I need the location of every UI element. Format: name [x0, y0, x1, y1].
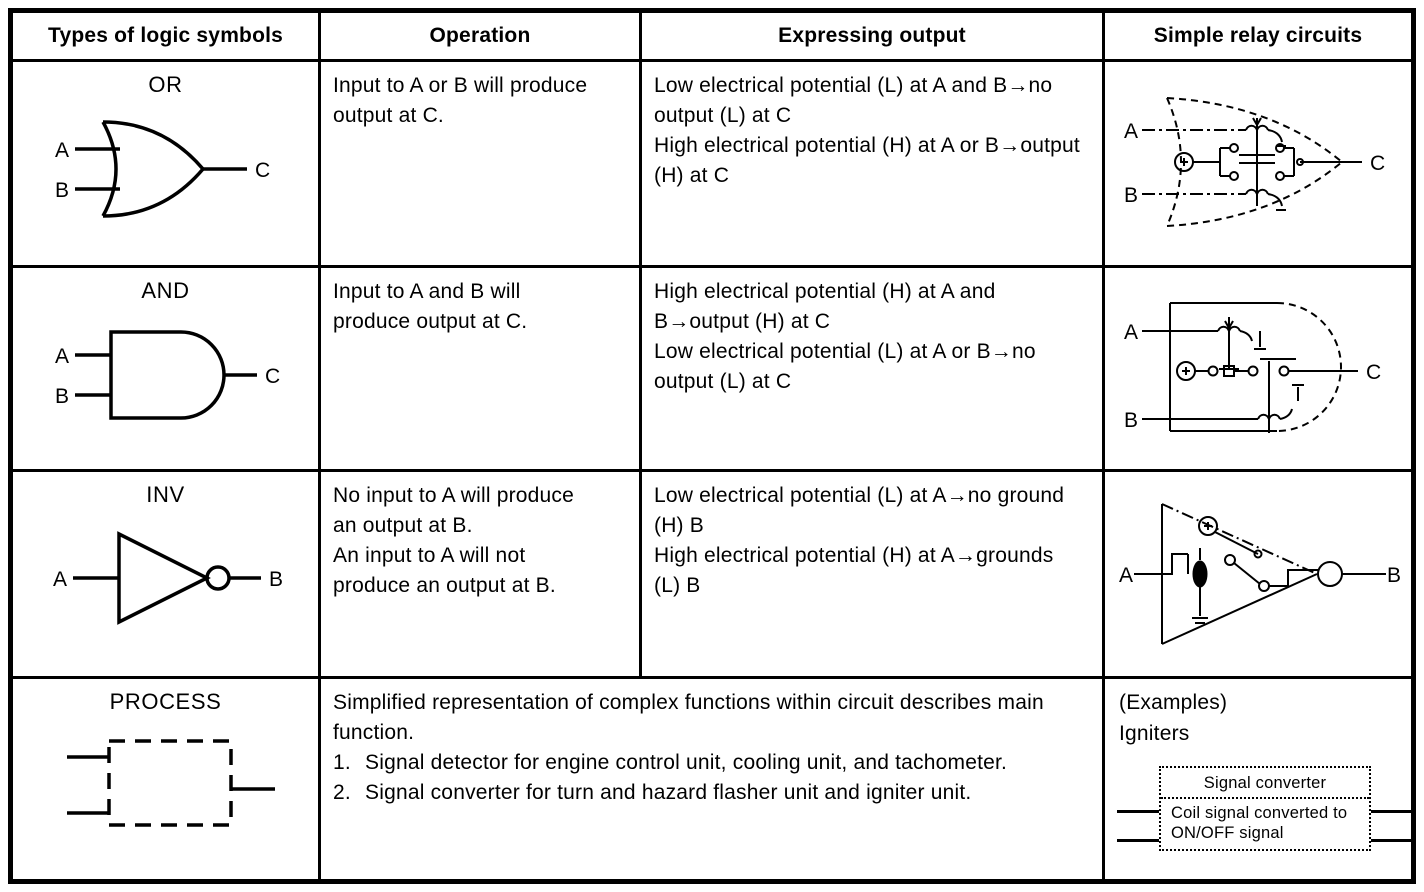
inv-symbol-title: INV — [146, 482, 185, 507]
or-relay-input-b-label: B — [1124, 184, 1138, 207]
inv-gate-input-a-label: A — [52, 568, 66, 591]
and-gate-input-a-label: A — [54, 345, 68, 368]
inverter-gate-icon: A B — [52, 531, 283, 625]
header-expressing-output: Expressing output — [642, 13, 1102, 59]
signal-converter-block-caption: Coil signal converted to ON/OFF signal — [1171, 804, 1348, 842]
inv-gate-output-b-label: B — [269, 568, 283, 591]
and-symbol-title: AND — [141, 278, 190, 303]
header-simple-relay-circuits: Simple relay circuits — [1105, 13, 1411, 59]
and-output-line-2: Low electrical potential (L) at A or B→n… — [654, 340, 1036, 393]
or-gate-input-a-label: A — [54, 139, 68, 162]
or-relay-cell: A B C — [1105, 62, 1411, 265]
and-output-line-1: High electrical potential (H) at A and B… — [654, 280, 996, 333]
inv-relay-input-a-label: A — [1119, 564, 1133, 587]
and-symbol-cell: AND A B C — [13, 268, 318, 469]
header-relay-circuits-label: Simple relay circuits — [1153, 24, 1363, 47]
process-item-2-text: Signal converter for turn and hazard fla… — [365, 781, 972, 804]
process-item-1: 1. Signal detector for engine control un… — [333, 748, 1068, 778]
inv-relay-cell: A B — [1105, 472, 1411, 676]
process-item-2-number: 2. — [333, 781, 351, 804]
signal-converter-output-stub-bottom — [1371, 839, 1411, 843]
process-symbol-cell: PROCESS — [13, 679, 318, 879]
header-types-of-logic-symbols: Types of logic symbols — [13, 13, 318, 59]
or-relay-output-c-label: C — [1370, 152, 1385, 175]
or-symbol-title: OR — [148, 72, 183, 97]
or-output-cell: Low electrical potential (L) at A and B→… — [642, 62, 1102, 265]
and-relay-circuit-diagram: A B C — [1124, 301, 1381, 433]
signal-converter-input-stub-bottom — [1117, 839, 1159, 843]
process-examples-cell: (Examples) Igniters Signal converter Coi… — [1105, 679, 1411, 879]
inv-operation-cell: No input to A will produce an output at … — [321, 472, 639, 676]
or-output-line-2: High electrical potential (H) at A or B→… — [654, 134, 1080, 187]
and-operation-cell: Input to A and B will produce output at … — [321, 268, 639, 469]
or-output-line-1: Low electrical potential (L) at A and B→… — [654, 74, 1053, 127]
and-relay-output-c-label: C — [1366, 361, 1381, 384]
or-operation-cell: Input to A or B will produce output at C… — [321, 62, 639, 265]
inverter-relay-circuit-diagram: A B — [1119, 503, 1401, 645]
inv-output-line-1: Low electrical potential (L) at A→no gro… — [654, 484, 1065, 537]
process-item-1-number: 1. — [333, 751, 351, 774]
and-output-cell: High electrical potential (H) at A and B… — [642, 268, 1102, 469]
process-symbol-title: PROCESS — [109, 689, 222, 714]
inv-output-line-2: High electrical potential (H) at A→groun… — [654, 544, 1054, 597]
or-gate-icon: A B C — [54, 120, 270, 218]
header-operation: Operation — [321, 13, 639, 59]
and-gate-icon: A B C — [54, 330, 280, 420]
or-gate-output-c-label: C — [255, 159, 270, 182]
and-operation-text: Input to A and B will produce output at … — [333, 280, 528, 333]
and-gate-input-b-label: B — [54, 385, 68, 408]
or-relay-circuit-diagram: A B C — [1124, 96, 1385, 227]
and-gate-output-c-label: C — [265, 365, 280, 388]
and-relay-input-a-label: A — [1124, 321, 1138, 344]
signal-converter-block-title: Signal converter — [1161, 768, 1369, 799]
process-description-text: Simplified representation of complex fun… — [333, 691, 1044, 744]
inv-operation-line-1: No input to A will produce an output at … — [333, 484, 575, 537]
inv-relay-output-b-label: B — [1387, 564, 1401, 587]
and-relay-input-b-label: B — [1124, 409, 1138, 432]
signal-converter-input-stub-top — [1117, 810, 1159, 814]
signal-converter-block-diagram: Signal converter Coil signal converted t… — [1117, 766, 1411, 851]
or-symbol-cell: OR A B C — [13, 62, 318, 265]
process-description-cell: Simplified representation of complex fun… — [321, 679, 1102, 879]
examples-label: (Examples) — [1119, 691, 1228, 714]
header-operation-label: Operation — [429, 24, 531, 47]
inv-output-cell: Low electrical potential (L) at A→no gro… — [642, 472, 1102, 676]
or-gate-input-b-label: B — [54, 179, 68, 202]
header-types-label: Types of logic symbols — [47, 24, 284, 47]
process-item-2: 2. Signal converter for turn and hazard … — [333, 778, 1068, 808]
inv-symbol-cell: INV A B — [13, 472, 318, 676]
and-relay-cell: A B C — [1105, 268, 1411, 469]
process-block-icon — [66, 739, 275, 827]
process-item-1-text: Signal detector for engine control unit,… — [365, 751, 1008, 774]
inv-operation-line-2: An input to A will not produce an output… — [333, 544, 556, 597]
logic-symbols-table: Types of logic symbols Operation Express… — [8, 8, 1416, 884]
signal-converter-output-stub-top — [1371, 810, 1411, 814]
or-relay-input-a-label: A — [1124, 120, 1138, 143]
or-operation-text: Input to A or B will produce output at C… — [333, 74, 588, 127]
examples-title: Igniters — [1119, 722, 1190, 745]
header-expressing-output-label: Expressing output — [778, 24, 966, 47]
